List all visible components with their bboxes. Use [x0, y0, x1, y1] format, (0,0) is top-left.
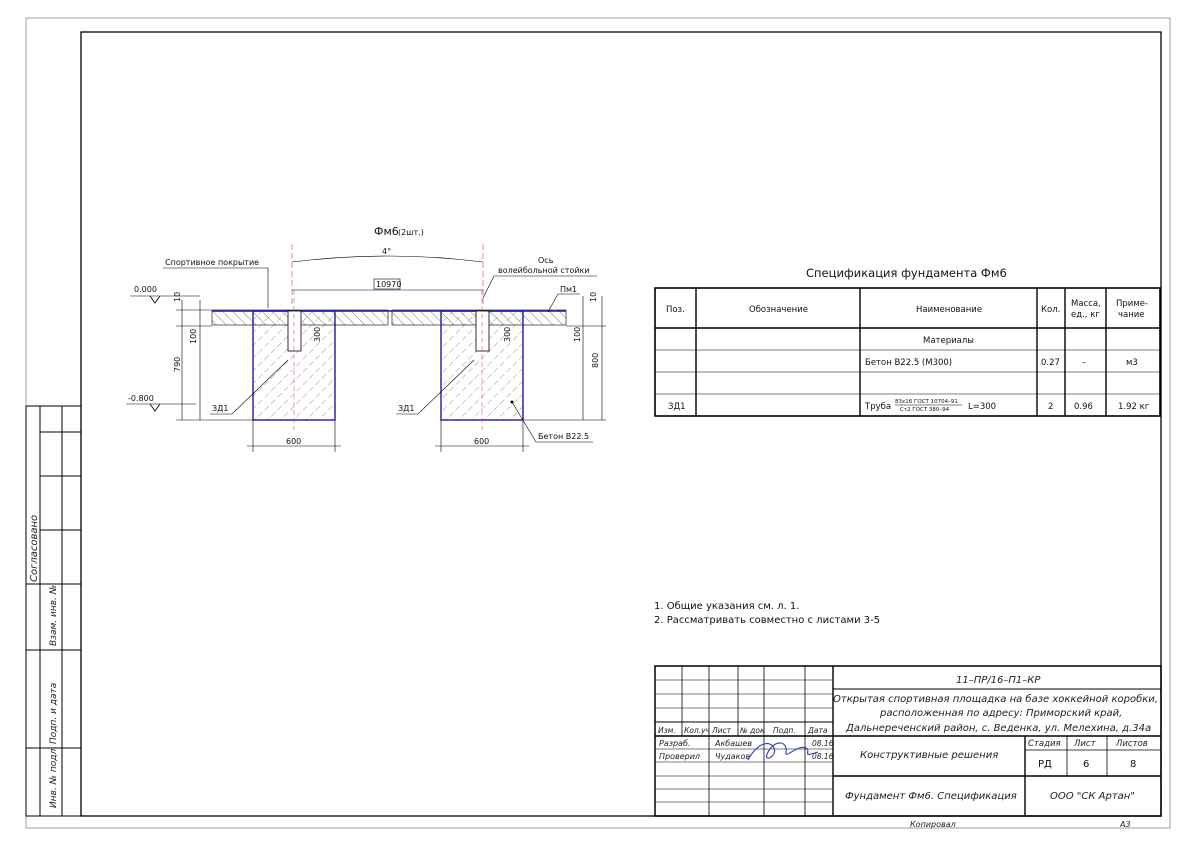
tb-col-ndok: № док	[739, 726, 765, 735]
dim-100-right: 100	[573, 327, 582, 342]
spec-col-name: Наименование	[916, 305, 982, 315]
dim-300-left: 300	[313, 327, 322, 342]
spec-concrete-qty: 0.27	[1041, 358, 1060, 368]
spec-col-note-1: Приме-	[1116, 299, 1148, 309]
dim-800: 800	[591, 353, 600, 368]
tb-list: 6	[1083, 759, 1089, 770]
tb-object-2: расположенная по адресу: Приморский край…	[879, 708, 1122, 719]
tb-listov: 8	[1130, 759, 1136, 770]
dim-10-left: 10	[173, 292, 182, 302]
spec-title: Спецификация фундамента Фм6	[806, 266, 1007, 280]
tb-company: ООО "СК Артан"	[1050, 791, 1135, 802]
label-axis-2: волейбольной стойки	[498, 266, 590, 275]
spec-col-mass-2: ед., кг	[1071, 310, 1100, 320]
dim-100-left: 100	[189, 329, 198, 344]
tb-sheet-name: Фундамент Фм6. Спецификация	[845, 791, 1017, 802]
tb-proveril-name: Чудаков	[715, 752, 750, 761]
stamp-inv: Инв. № подл.	[49, 746, 59, 808]
spec-pipe-mass: 0.96	[1074, 402, 1093, 412]
side-stamp	[25, 405, 82, 817]
spec-pipe-name-suffix: L=300	[968, 402, 996, 412]
tb-proveril-date: 08.16	[812, 752, 834, 761]
label-zd-left: ЗД1	[212, 404, 228, 413]
spec-col-mass-1: Масса,	[1071, 299, 1101, 309]
stamp-vzam: Взам. инв. №	[49, 585, 59, 646]
spec-col-note-2: чание	[1118, 310, 1145, 320]
tb-col-data: Дата	[807, 726, 828, 735]
tb-razrab-name: Акбашев	[714, 739, 752, 748]
tb-proveril: Проверил	[659, 752, 700, 761]
dim-300-right: 300	[503, 327, 512, 342]
spec-concrete-note: м3	[1126, 358, 1138, 368]
dim-10-right: 10	[589, 292, 598, 302]
label-concrete: Бетон B22.5	[538, 432, 589, 441]
spec-col-pos: Поз.	[666, 305, 685, 315]
spec-pipe-name-prefix: Труба	[864, 402, 891, 412]
tb-razrab: Разраб.	[659, 739, 690, 748]
spec-pipe-qty: 2	[1048, 402, 1053, 412]
tb-code: 11–ПР/16–П1–КР	[956, 675, 1041, 686]
tb-section-name: Конструктивные решения	[860, 750, 998, 761]
spec-col-designation: Обозначение	[749, 305, 808, 315]
spec-pipe-note: 1.92 кг	[1118, 402, 1150, 412]
tb-col-izm: Изм.	[658, 726, 676, 735]
spec-section: Материалы	[923, 336, 974, 346]
spec-concrete-name: Бетон B22.5 (М300)	[865, 358, 952, 368]
dim-600-right: 600	[474, 437, 489, 446]
tb-object-1: Открытая спортивная площадка на базе хок…	[833, 693, 1158, 705]
spec-pipe-frac-bottom: Ст2 ГОСТ 380–94	[900, 407, 950, 413]
spec-pipe-frac-top: 83х16 ГОСТ 10704–91	[895, 399, 958, 405]
tb-razrab-date: 08.16	[812, 739, 834, 748]
span-dimension: 10970	[376, 280, 401, 289]
drawing-title-suffix: (2шт.)	[398, 228, 424, 237]
spec-concrete-mass: –	[1082, 358, 1086, 368]
note-2: 2. Рассматривать совместно с листами 3-5	[654, 615, 881, 626]
drawing-title: Фм6	[374, 225, 399, 238]
tb-format: А3	[1119, 820, 1131, 829]
spec-col-qty: Кол.	[1041, 305, 1060, 315]
tb-copied: Копировал	[910, 820, 956, 829]
stamp-podp: Подп. и дата	[49, 683, 59, 744]
spec-pipe-pos: ЗД1	[668, 402, 686, 412]
foundation-drawing: Фм6 (2шт.) 4° 10970 Спортивное покрытие …	[126, 225, 606, 452]
label-zd-right: ЗД1	[398, 404, 414, 413]
level-top: 0.000	[134, 285, 157, 294]
sheet-outer-border	[25, 17, 1171, 829]
stamp-agreed: Согласовано	[29, 515, 40, 582]
signature-mark	[747, 742, 819, 761]
tb-col-podp: Подп.	[773, 726, 796, 735]
angle-label: 4°	[382, 247, 391, 256]
title-block: 11–ПР/16–П1–КР Открытая спортивная площа…	[654, 665, 1162, 829]
tb-stadia: РД	[1038, 759, 1052, 770]
level-bottom: -0.800	[128, 394, 154, 403]
tb-col-list: Лист	[711, 726, 732, 735]
tb-col-kol: Кол.уч	[684, 726, 711, 735]
tb-list-h: Лист	[1073, 739, 1097, 749]
label-sports-surface: Спортивное покрытие	[165, 258, 259, 267]
spec-table: Спецификация фундамента Фм6 Поз. Обознач…	[654, 266, 1161, 417]
label-pm: Пм1	[560, 285, 577, 294]
note-1: 1. Общие указания см. л. 1.	[654, 601, 800, 612]
label-axis-1: Ось	[538, 256, 554, 265]
general-notes: 1. Общие указания см. л. 1. 2. Рассматри…	[654, 600, 880, 628]
dim-790: 790	[173, 357, 182, 372]
tb-listov-h: Листов	[1115, 739, 1148, 749]
dim-600-left: 600	[286, 437, 301, 446]
tb-object-3: Дальнереченский район, с. Веденка, ул. М…	[845, 723, 1151, 734]
tb-stadia-h: Стадия	[1028, 739, 1061, 749]
